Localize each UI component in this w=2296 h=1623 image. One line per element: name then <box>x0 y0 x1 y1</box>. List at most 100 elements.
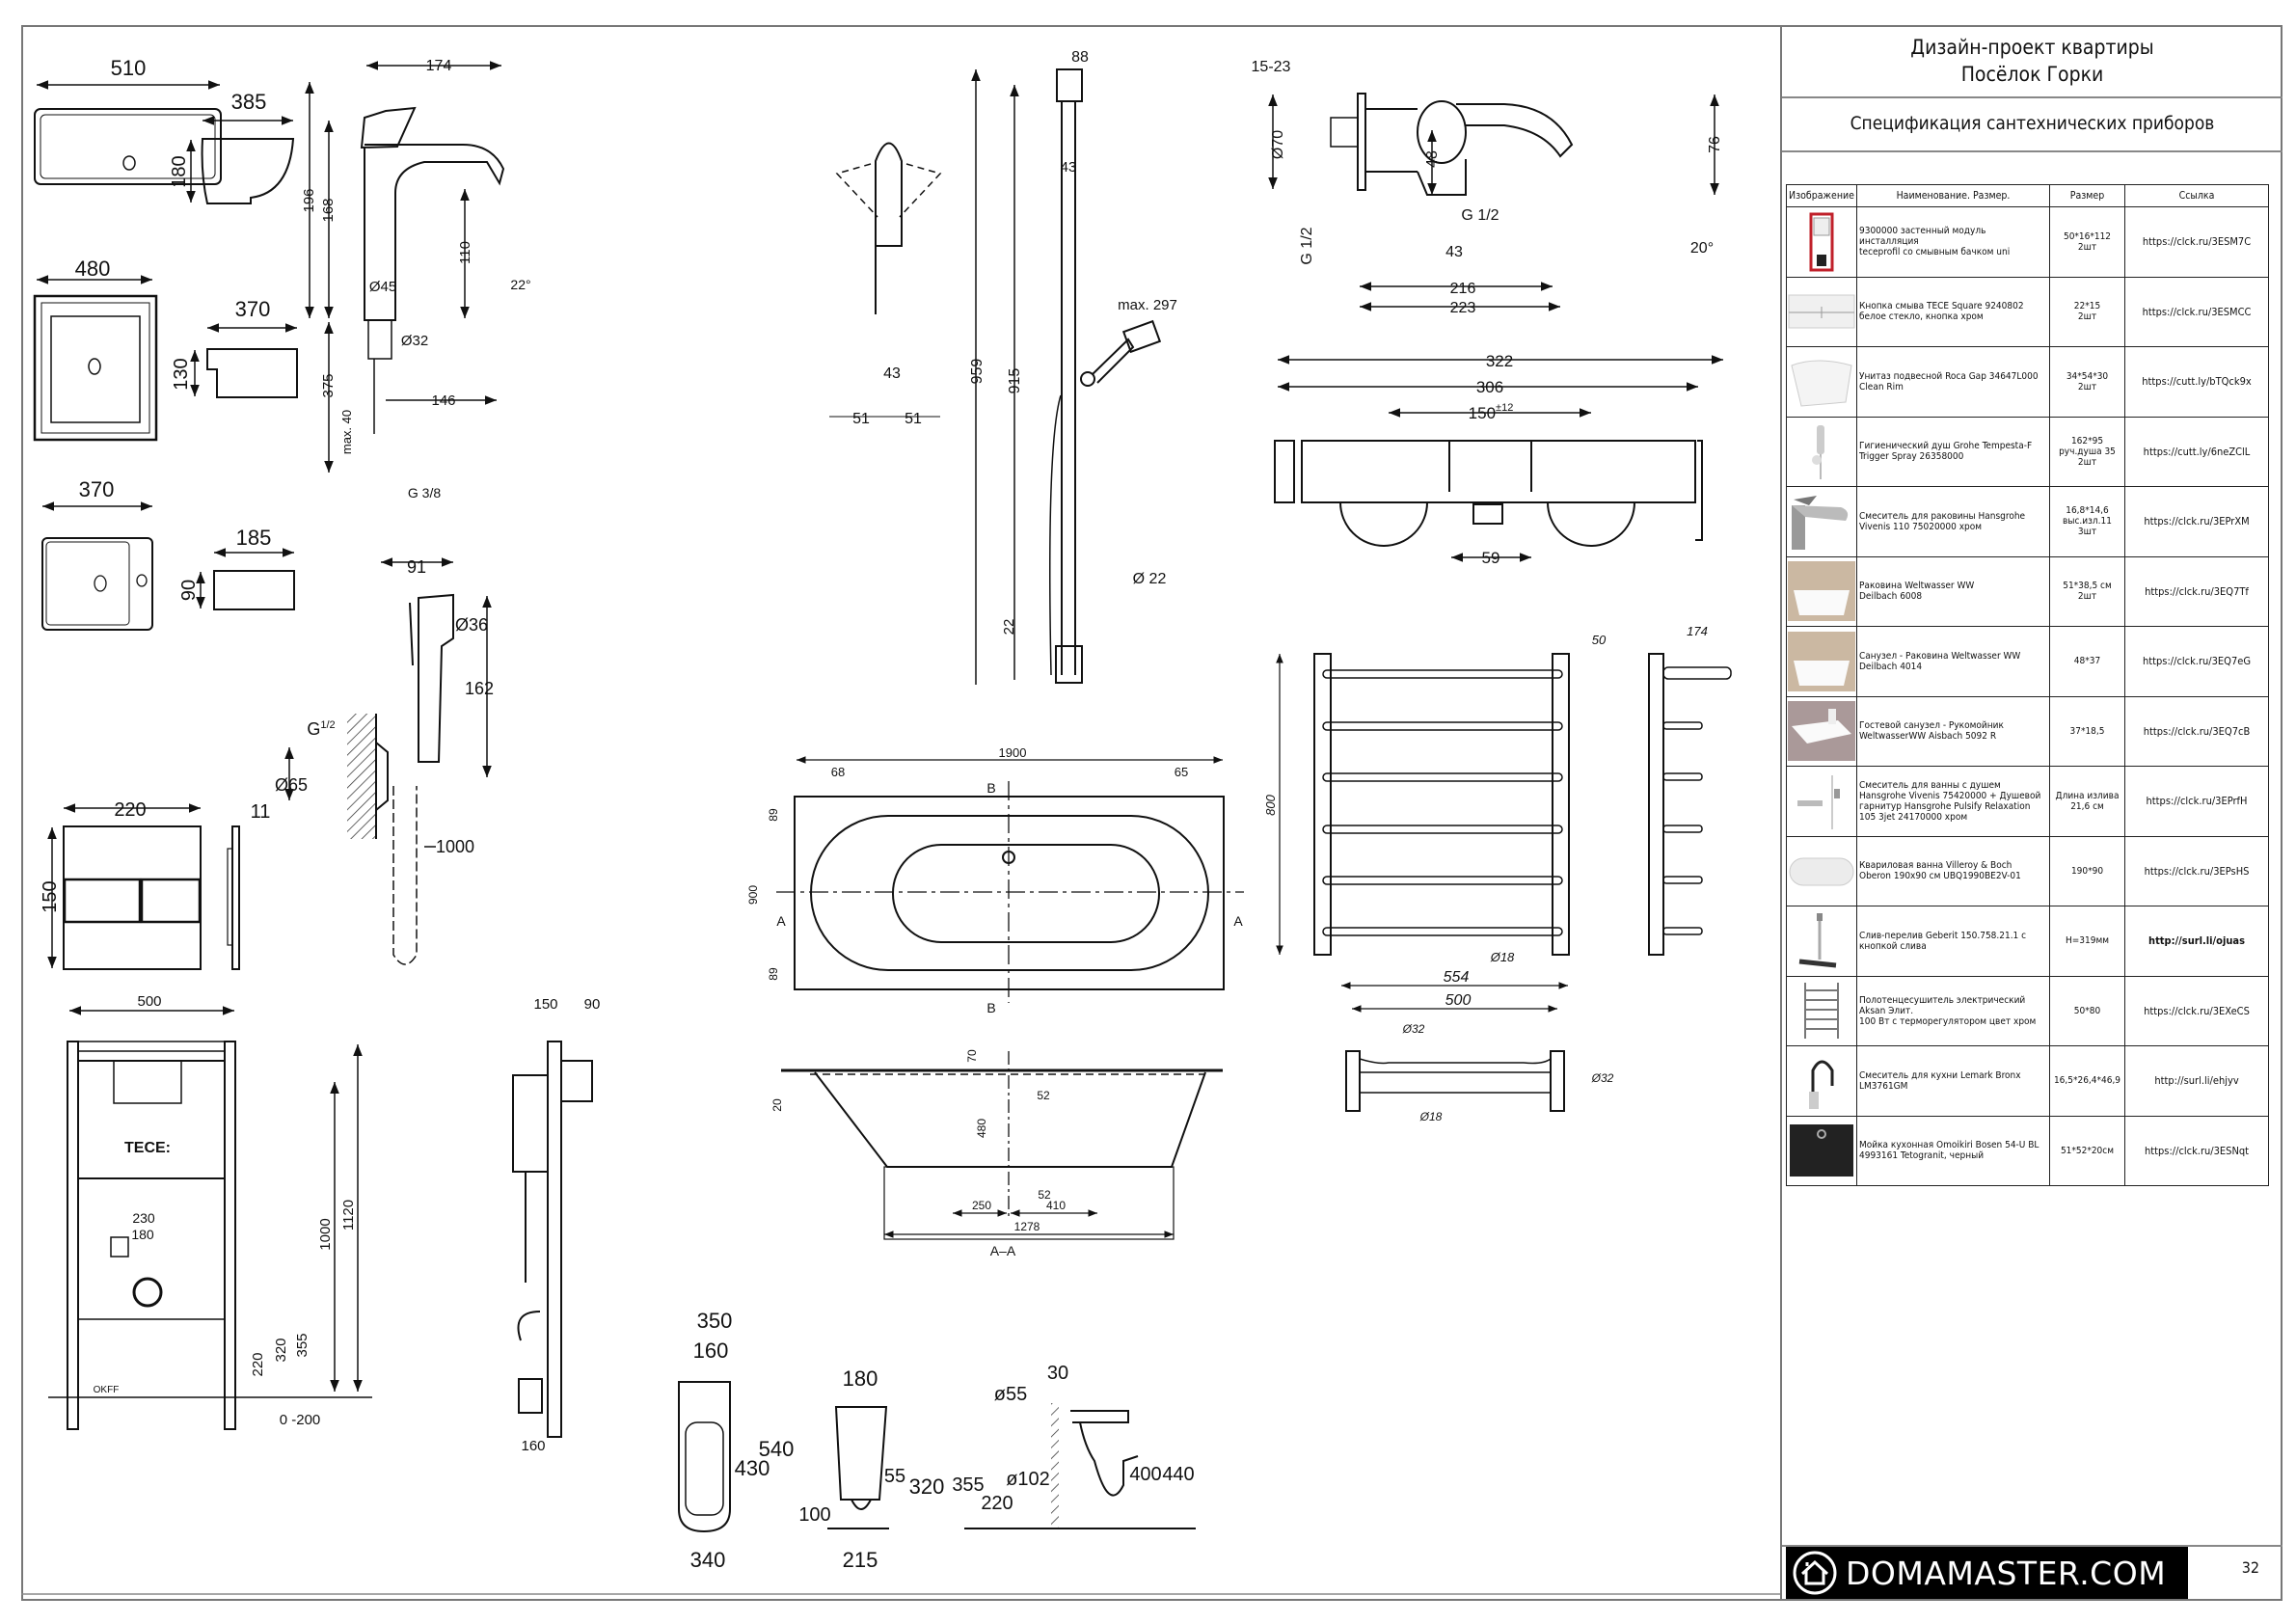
item-link[interactable]: https://clck.ru/3EPsHS <box>2144 864 2250 878</box>
dim-label: 59 <box>1482 549 1500 567</box>
washbasin-thumbnail <box>1786 626 1857 697</box>
basin-side-370-drawing: 370 130 <box>171 297 298 398</box>
dim-label: 322 <box>1486 352 1513 370</box>
item-name-line: Смеситель для ванны с душем <box>1859 779 2001 791</box>
column-header-size: Размер <box>2049 184 2125 207</box>
basin-side-385-drawing: 385 180 <box>169 90 295 204</box>
domamaster-logo[interactable]: DOMAMASTER.COM <box>1786 1547 2188 1599</box>
dim-label: 320 <box>273 1338 289 1362</box>
drawing-sheet <box>21 25 2282 1601</box>
item-name-line: Полотенцесушитель электрический <box>1859 994 2026 1006</box>
basin-mixer-thumbnail-image <box>1792 495 1849 550</box>
item-link-cell: https://clck.ru/3EPrXM <box>2124 486 2269 557</box>
dim-label: 150 <box>1469 404 1496 422</box>
washbasin-thumbnail-image <box>1788 561 1855 622</box>
item-link[interactable]: https://clck.ru/3ESMCC <box>2142 305 2252 318</box>
item-name-line: 100 Вт с терморегулятором цвет хром <box>1859 1015 2037 1027</box>
item-link[interactable]: https://clck.ru/3EQ7eG <box>2142 655 2252 668</box>
item-link-cell: https://cutt.ly/bTQck9x <box>2124 346 2269 418</box>
dim-label: 185 <box>236 526 272 550</box>
dim-label: 91 <box>407 557 426 577</box>
section-label: A–A <box>990 1243 1016 1258</box>
towel-warmer-drawing: 800 Ø18 50 174 554 500 Ø32 <box>1263 624 1732 1123</box>
dim-label: 11 <box>251 801 271 823</box>
item-name-line: Раковина Weltwasser WW <box>1859 581 1975 592</box>
item-size-line: 162*95 <box>2070 435 2104 446</box>
dim-label: 22° <box>510 277 530 292</box>
dim-label: Ø18 <box>1419 1110 1443 1123</box>
dim-label: 355 <box>952 1474 984 1496</box>
dim-label: G <box>307 719 320 739</box>
item-link-cell: https://clck.ru/3EPsHS <box>2124 835 2269 906</box>
dim-label: G 1/2 <box>1299 227 1315 264</box>
item-size-line: 21,6 см <box>2070 800 2104 812</box>
item-size-line: руч.душа 35 <box>2059 446 2116 457</box>
bath-mixer-front-drawing: 322 306 150±12 59 <box>1274 352 1723 567</box>
dim-label: 150±12 <box>1469 402 1514 422</box>
dim-label: 385 <box>231 90 267 114</box>
item-link[interactable]: https://cutt.ly/bTQck9x <box>2142 375 2252 389</box>
item-link-cell: https://clck.ru/3EQ7cB <box>2124 695 2269 767</box>
dim-label: 48 <box>1424 150 1441 168</box>
item-link[interactable]: https://clck.ru/3EQ7Tf <box>2145 584 2249 598</box>
hand-basin-thumbnail <box>1786 695 1857 767</box>
dim-label: G 1/2 <box>1461 207 1499 224</box>
kitchen-mixer-thumbnail-image <box>1809 1060 1834 1109</box>
dim-label: 110 <box>457 241 473 264</box>
dim-label: 220 <box>114 799 146 821</box>
specification-table: Изображение Наименование. Размер. Размер… <box>1786 184 2269 1186</box>
dim-label: 51 <box>905 411 922 427</box>
item-link[interactable]: https://clck.ru/3EPrfH <box>2146 795 2248 808</box>
dim-label: 20° <box>1690 240 1714 257</box>
item-link[interactable]: https://clck.ru/3EQ7cB <box>2143 724 2251 738</box>
item-link-cell: https://clck.ru/3ESNqt <box>2124 1115 2269 1186</box>
item-name-line: Гигиенический душ Grohe Tempesta-F <box>1859 441 2033 452</box>
dim-label: ø102 <box>1006 1469 1050 1490</box>
dim-label: OKFF <box>94 1385 120 1395</box>
dim-label: 800 <box>1263 794 1278 815</box>
item-name-line: Hansgrohe Vivenis 75420000 + Душевой <box>1859 790 2041 801</box>
dim-label: 1000 <box>436 837 474 856</box>
dim-label: 320 <box>909 1474 945 1499</box>
item-link[interactable]: https://clck.ru/3ESM7C <box>2142 235 2252 249</box>
dim-label: 65 <box>1175 765 1188 779</box>
item-size-cell: 37*18,5 <box>2049 695 2125 767</box>
section-label: A <box>776 913 786 929</box>
dim-label: Ø32 <box>1402 1022 1425 1036</box>
item-link[interactable]: http://surl.li/ojuas <box>2148 934 2245 948</box>
item-size-line: 2шт <box>2077 456 2097 468</box>
dim-label: 70 <box>965 1049 979 1063</box>
dim-label: 900 <box>746 885 760 905</box>
item-size-line: H=319мм <box>2065 935 2110 947</box>
item-link[interactable]: https://clck.ru/3EPrXM <box>2144 515 2250 528</box>
hand-basin-side-drawing: 185 90 <box>178 526 295 610</box>
page-number: 32 <box>2241 1558 2259 1577</box>
drain-overflow-thumbnail <box>1786 906 1857 977</box>
item-name-line: WeltwasserWW Aisbach 5092 R <box>1859 731 1997 743</box>
item-link[interactable]: https://clck.ru/3EXeCS <box>2144 1004 2250 1017</box>
dim-label: max. 40 <box>339 410 354 454</box>
item-size-cell: 190*90 <box>2049 835 2125 906</box>
dim-label: 90 <box>584 996 601 1013</box>
item-link[interactable]: https://cutt.ly/6neZClL <box>2143 445 2251 458</box>
item-link[interactable]: http://surl.li/ehjyv <box>2154 1074 2239 1088</box>
item-size-line: 2шт <box>2077 381 2097 392</box>
item-link[interactable]: https://clck.ru/3ESNqt <box>2144 1144 2250 1157</box>
dim-label: 223 <box>1450 300 1476 316</box>
bathtub-plan-drawing: 1900 68 65 89 89 900 A A B B <box>746 745 1244 1015</box>
dim-label: 540 <box>759 1437 795 1461</box>
dim-label: 1000 <box>317 1218 334 1250</box>
wall-hung-toilet-thumbnail-image <box>1791 360 1852 407</box>
dim-label: 43 <box>1445 244 1463 260</box>
item-size-line: 16,5*26,4*46,9 <box>2053 1075 2121 1087</box>
